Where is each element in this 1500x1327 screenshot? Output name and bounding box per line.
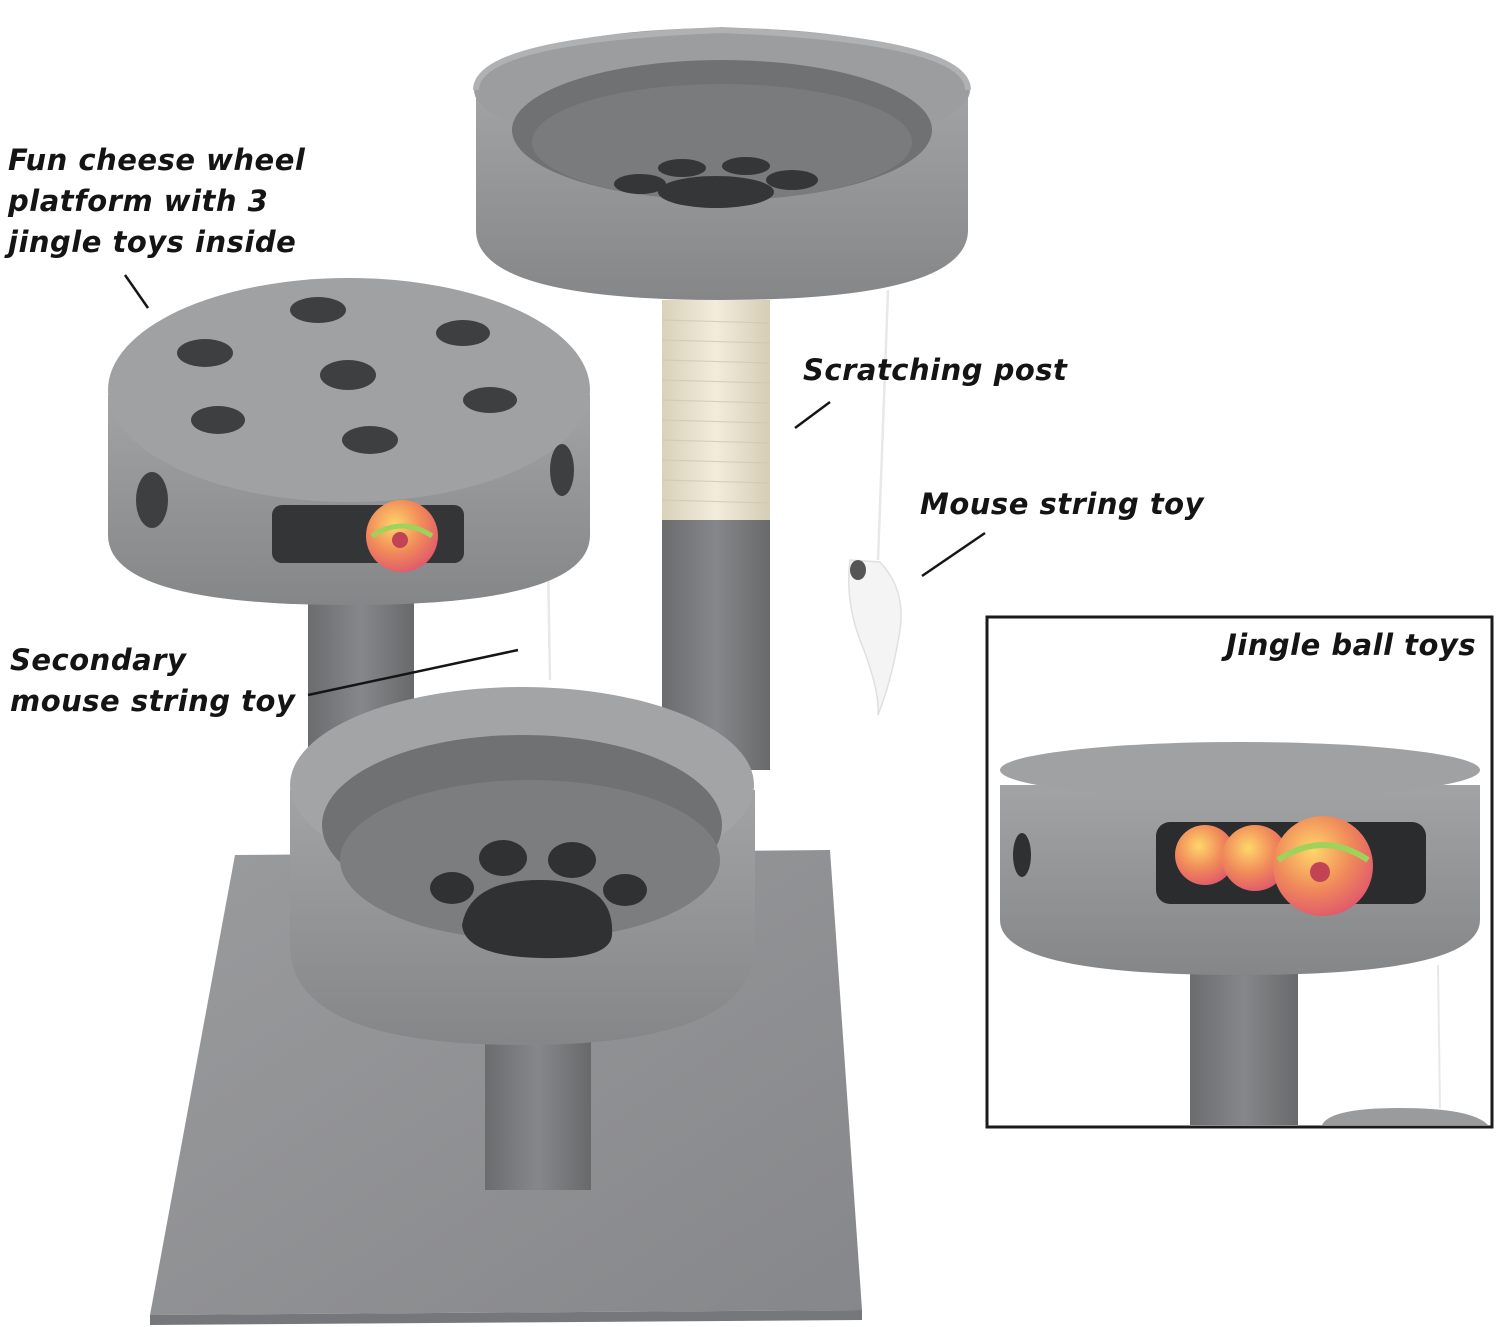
jingle-ball-label: Jingle ball toys bbox=[1226, 628, 1477, 662]
jingle-ball bbox=[366, 500, 438, 572]
scratching-post-label: Scratching post bbox=[803, 353, 1068, 387]
top-bed bbox=[473, 26, 971, 300]
scratching-post bbox=[661, 300, 771, 770]
paw-print-top bbox=[614, 157, 818, 208]
paw-print-lower bbox=[430, 840, 647, 959]
secondary-mouse-toy-label: Secondary mouse string toy bbox=[10, 643, 296, 718]
inset-ball-2 bbox=[1222, 825, 1288, 891]
cheese-wheel-label: Fun cheese wheel platform with 3 jingle … bbox=[8, 143, 306, 259]
inset-jingle-detail bbox=[985, 615, 1494, 1129]
inset-ball-1 bbox=[1175, 825, 1235, 885]
mouse-string bbox=[876, 289, 890, 561]
lower-bed bbox=[290, 687, 755, 1190]
mouse-toy-label: Mouse string toy bbox=[920, 487, 1205, 521]
cheese-wheel-platform bbox=[108, 278, 590, 605]
cheese-holes bbox=[177, 297, 517, 454]
mouse-toy bbox=[848, 559, 902, 716]
